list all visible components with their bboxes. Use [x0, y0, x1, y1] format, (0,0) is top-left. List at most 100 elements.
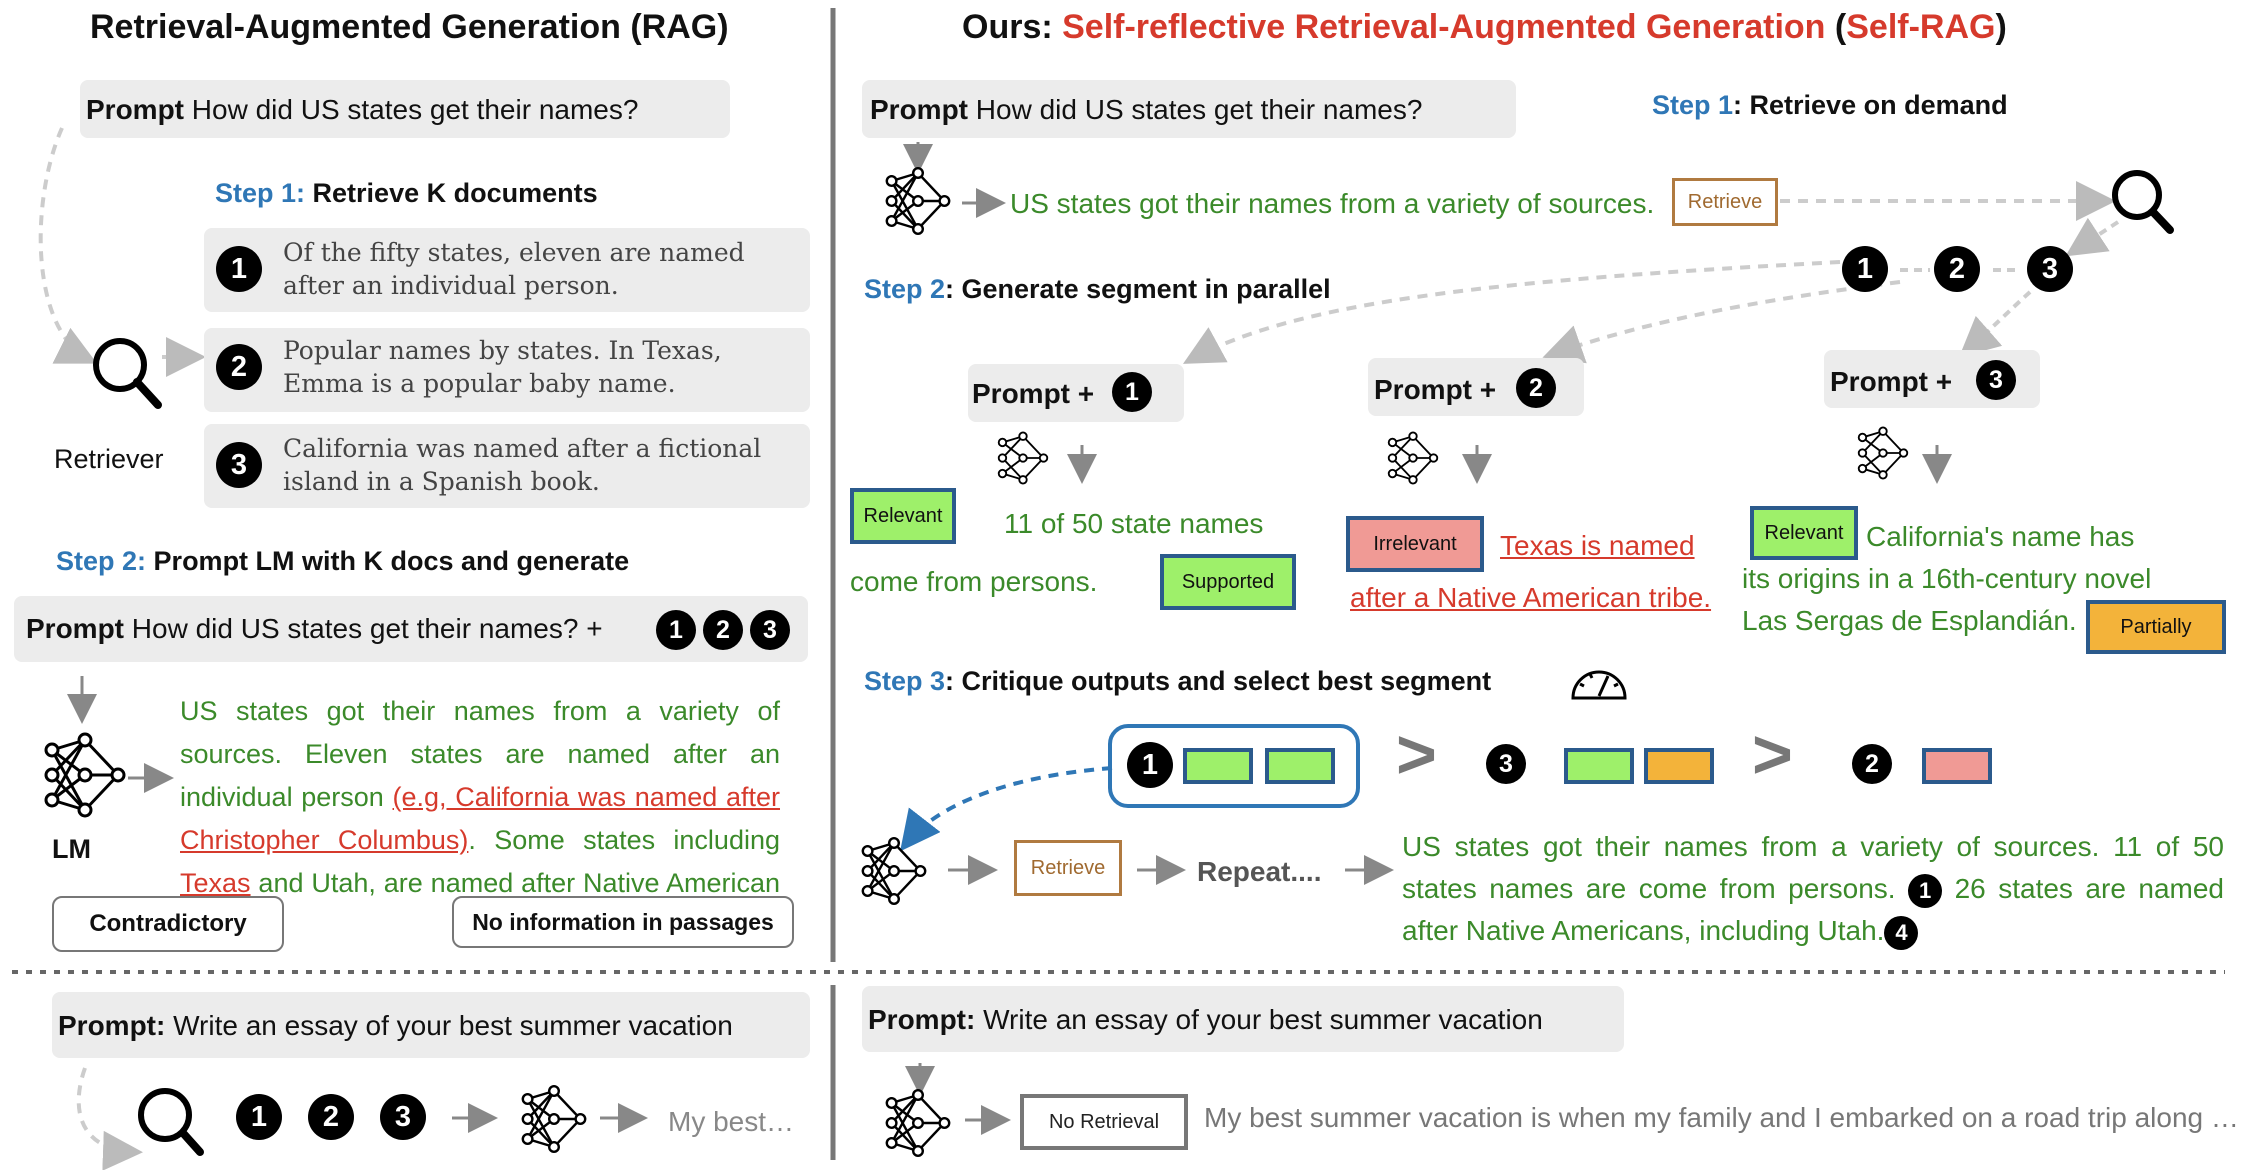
neural-network-icon — [1387, 431, 1439, 485]
segment-2-prompt: Prompt + — [1374, 374, 1497, 405]
repeat-text: Repeat.... — [1197, 856, 1322, 887]
final-a: US states got their names from a variety… — [1402, 831, 2224, 904]
final-num-1: 1 — [1908, 873, 1943, 908]
partially-tag: Partially — [2086, 600, 2226, 654]
segment-2-text-b: after a Native American tribe. — [1350, 582, 1712, 613]
segment-3-prompt: Prompt + — [1830, 366, 1953, 397]
selfrag-gen-text: US states got their names from a variety… — [1010, 188, 1655, 219]
segment-2-text-a: Texas is named — [1500, 530, 1695, 561]
num-3: 3 — [380, 1094, 426, 1140]
rank-1-number: 1 — [1127, 742, 1173, 788]
title-abbr: Self-RAG — [1846, 8, 1996, 46]
title-paren-open: ( — [1825, 8, 1847, 46]
lm-label: LM — [52, 834, 91, 864]
rag-prompt: Prompt How did US states get their names… — [86, 94, 638, 126]
title-prefix: Ours: — [962, 8, 1063, 46]
prompt-text: How did US states get their names? — [975, 94, 1423, 125]
bottom-right-prompt: Prompt: Write an essay of your best summ… — [868, 1004, 1543, 1036]
title-paren-close: ) — [1995, 8, 2007, 46]
rag-title: Retrieval-Augmented Generation (RAG) — [90, 8, 729, 46]
num-2: 2 — [1934, 246, 1980, 292]
step1-prefix: Step 1 — [1652, 90, 1734, 120]
rank-1-relevant-tag — [1183, 748, 1253, 784]
neural-network-icon — [44, 732, 126, 818]
title-main: Self-reflective Retrieval-Augmented Gene… — [1062, 8, 1826, 46]
rag-step2: Step 2: Prompt LM with K docs and genera… — [56, 546, 629, 577]
neural-network-icon — [861, 837, 927, 905]
doc-1-text: Of the fifty states, eleven are named af… — [283, 238, 745, 300]
greater-than-2: > — [1752, 715, 1793, 793]
step2-text: Prompt LM with K docs and generate — [153, 546, 630, 576]
search-icon — [93, 338, 162, 409]
no-retrieval-tag: No Retrieval — [1020, 1094, 1188, 1150]
final-num-2: 4 — [1884, 915, 1919, 950]
step1-text: : Retrieve on demand — [1733, 90, 2008, 120]
num-2: 2 — [703, 610, 743, 650]
segment-3-text: California's name has its origins in a 1… — [1742, 521, 2152, 636]
prompt-label: Prompt — [26, 613, 124, 644]
neural-network-icon — [521, 1085, 587, 1153]
rank-2-partial-tag — [1644, 748, 1714, 784]
step2-prefix: Step 2: — [56, 546, 147, 576]
retrieve-tag: Retrieve — [1672, 178, 1778, 226]
selfrag-final-output: US states got their names from a variety… — [1402, 826, 2224, 952]
best-segment-highlight — [1108, 724, 1360, 808]
output-b: . Some states including — [468, 825, 780, 855]
bottom-right-output: My best summer vacation is when my famil… — [1204, 1102, 2239, 1133]
retriever-label: Retriever — [54, 444, 164, 474]
neural-network-icon — [1857, 426, 1909, 480]
prompt-label: Prompt: — [868, 1004, 976, 1035]
rag-prompt-box — [80, 80, 730, 138]
rag-prompt2: Prompt How did US states get their names… — [26, 613, 603, 645]
rank-2-relevant-tag — [1564, 748, 1634, 784]
doc-2-text: Popular names by states. In Texas, Emma … — [283, 336, 722, 398]
prompt-label: Prompt: — [58, 1010, 166, 1041]
segment-1-prompt: Prompt + — [972, 378, 1095, 409]
irrelevant-tag: Irrelevant — [1346, 516, 1484, 572]
bottom-left-output: My best… — [668, 1106, 795, 1137]
num-2: 2 — [1516, 368, 1556, 408]
selfrag-step2: Step 2: Generate segment in parallel — [864, 274, 1331, 305]
relevant-tag: Relevant — [1750, 506, 1858, 560]
search-icon — [138, 1088, 204, 1156]
neural-network-icon — [997, 431, 1049, 485]
relevant-tag: Relevant — [850, 488, 956, 544]
step2-prefix: Step 2 — [864, 274, 946, 304]
rank-2-number: 3 — [1486, 744, 1526, 784]
prompt-label: Prompt — [86, 94, 184, 125]
gauge-icon — [1571, 670, 1627, 700]
segment-1-text-b: come from persons. — [850, 566, 1098, 597]
neural-network-icon — [885, 1089, 951, 1157]
selfrag-prompt: Prompt How did US states get their names… — [870, 94, 1422, 126]
selfrag-step3: Step 3: Critique outputs and select best… — [864, 666, 1491, 697]
search-icon — [2112, 170, 2174, 234]
bottom-left-prompt-box — [52, 992, 810, 1058]
step3-text: : Critique outputs and select best segme… — [945, 666, 1492, 696]
rag-output: US states got their names from a variety… — [180, 690, 780, 948]
doc-1-box — [204, 228, 810, 312]
num-3: 3 — [2027, 246, 2073, 292]
neural-network-icon — [885, 167, 951, 235]
step2-text: : Generate segment in parallel — [945, 274, 1331, 304]
step1-text: Retrieve K documents — [312, 178, 598, 208]
greater-than-1: > — [1396, 715, 1437, 793]
num-2: 2 — [308, 1094, 354, 1140]
callout-contradictory: Contradictory — [52, 896, 284, 952]
doc-3-number: 3 — [216, 442, 262, 488]
output-a: US states got their names from a variety… — [180, 696, 780, 812]
retrieve-tag-2: Retrieve — [1014, 840, 1122, 896]
prompt-label: Prompt — [870, 94, 968, 125]
step3-prefix: Step 3 — [864, 666, 946, 696]
prompt-text: How did US states get their names? — [191, 94, 639, 125]
doc-2-box — [204, 328, 810, 412]
num-1: 1 — [1112, 372, 1152, 412]
rank-3-number: 2 — [1852, 744, 1892, 784]
final-b: 26 states are named after Native America… — [1402, 873, 2225, 946]
bottom-right-prompt-box — [862, 986, 1624, 1052]
rank-1-supported-tag — [1265, 748, 1335, 784]
supported-tag: Supported — [1160, 554, 1296, 610]
prompt-text: Write an essay of your best summer vacat… — [173, 1010, 733, 1041]
rag-step1: Step 1: Retrieve K documents — [215, 178, 598, 209]
num-1: 1 — [236, 1094, 282, 1140]
